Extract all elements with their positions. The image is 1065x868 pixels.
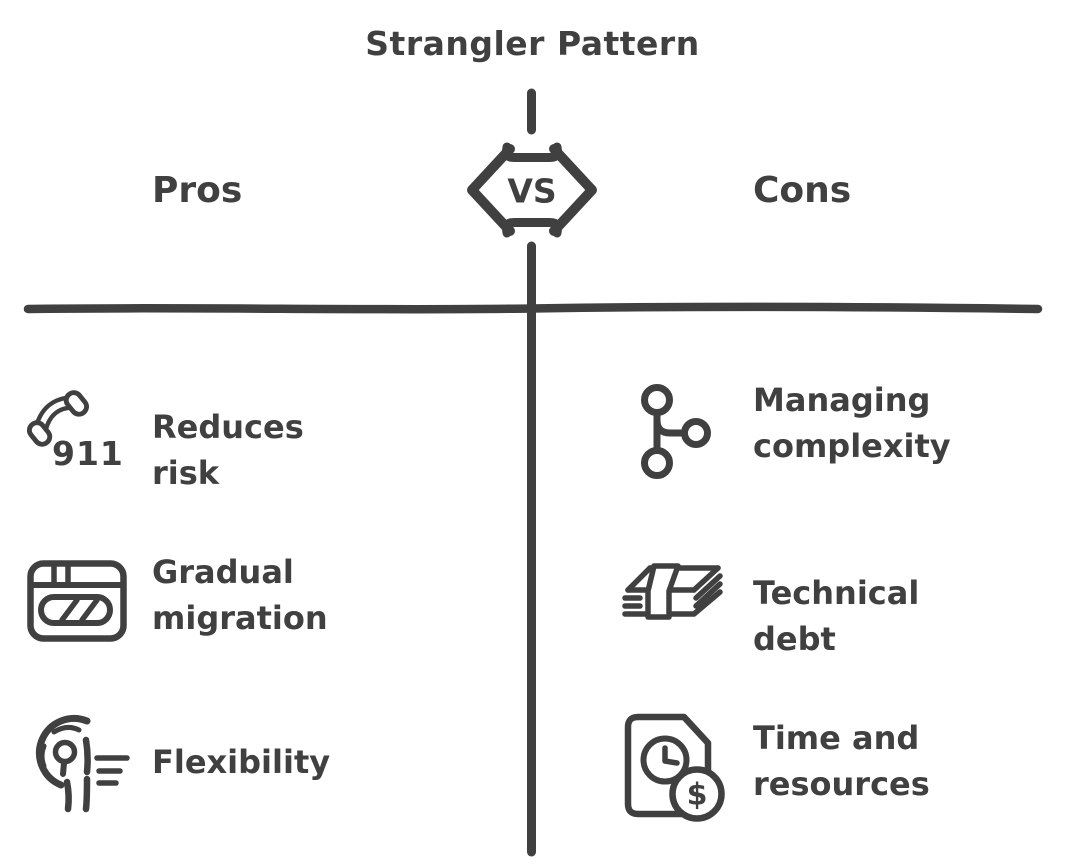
vs-right-arrow <box>549 144 597 236</box>
icon-caption-911: 911 <box>52 434 124 473</box>
diagram-title: Strangler Pattern <box>365 24 700 63</box>
flexibility-roll-icon <box>35 714 130 813</box>
git-branch-icon <box>641 384 711 479</box>
emergency-call-911-icon <box>26 390 89 447</box>
cons-label-time-resources: Time and resources <box>753 719 930 803</box>
vs-bottom-bar <box>502 217 562 238</box>
progress-window-icon <box>27 560 127 642</box>
horizontal-divider-line <box>23 302 1043 314</box>
document-time-cost-icon: $ <box>624 713 725 822</box>
money-stack-icon <box>622 563 723 620</box>
vs-left-arrow <box>467 144 515 236</box>
pros-label-gradual-migration: Gradual migration <box>152 553 328 637</box>
cons-header: Cons <box>753 170 852 211</box>
dollar-sign: $ <box>687 778 708 813</box>
vs-label: VS <box>507 172 556 211</box>
pros-label-flexibility: Flexibility <box>152 743 331 781</box>
cons-label-technical-debt: Technical debt <box>753 574 920 658</box>
vs-badge: VS <box>467 142 597 238</box>
vs-top-bar <box>502 142 562 163</box>
pros-label-reduces-risk: Reduces risk <box>152 408 304 492</box>
cons-label-managing-complexity: Managing complexity <box>753 381 951 465</box>
pros-header: Pros <box>152 170 243 211</box>
